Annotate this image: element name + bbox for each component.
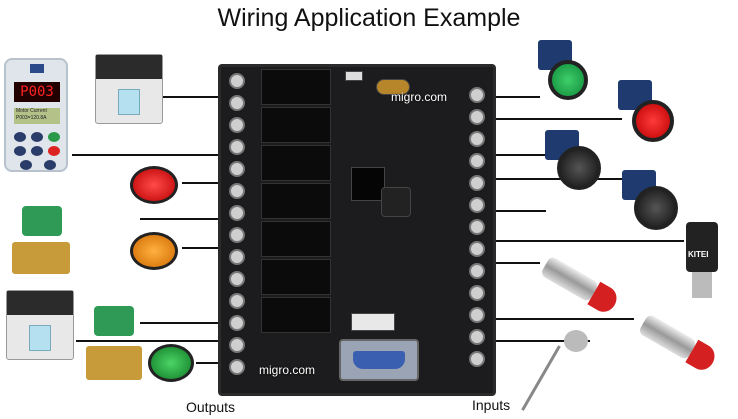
rotate-key — [20, 160, 32, 170]
terminal — [469, 131, 485, 147]
relay — [261, 145, 331, 181]
lcd-line: Motor Current — [16, 108, 47, 114]
green-indicator-lamp — [148, 344, 194, 382]
relay — [261, 107, 331, 143]
down-key — [14, 146, 26, 156]
wire — [160, 96, 222, 98]
proximity-sensor — [533, 243, 627, 326]
orange-indicator-lamp — [130, 232, 178, 270]
plc-board: migro.com migro.com — [218, 64, 496, 396]
terminal — [469, 109, 485, 125]
terminal — [229, 73, 245, 89]
start-key — [48, 132, 60, 142]
relay — [261, 69, 331, 105]
wire — [140, 218, 222, 220]
terminal — [229, 315, 245, 331]
relay — [261, 297, 331, 333]
watermark: migro.com — [259, 363, 316, 377]
terminal — [469, 175, 485, 191]
wire — [494, 118, 622, 120]
inverter-display: P003 — [14, 82, 60, 102]
terminal — [229, 271, 245, 287]
green-push-button — [538, 40, 592, 104]
terminal — [229, 95, 245, 111]
wire — [494, 178, 622, 180]
connector — [351, 313, 395, 331]
wire — [494, 262, 540, 264]
terminal — [229, 117, 245, 133]
terminal — [229, 183, 245, 199]
terminal — [229, 161, 245, 177]
proximity-sensor — [631, 301, 725, 384]
wire — [196, 362, 222, 364]
terminal — [229, 249, 245, 265]
switch — [345, 71, 363, 81]
terminal — [469, 241, 485, 257]
relay — [261, 183, 331, 219]
wire — [494, 340, 590, 342]
solenoid-valve — [12, 206, 70, 278]
terminal — [229, 293, 245, 309]
terminal — [469, 329, 485, 345]
terminal — [229, 139, 245, 155]
battery — [376, 79, 410, 95]
wire — [494, 318, 634, 320]
pressure-transmitter: KITEI — [682, 222, 722, 300]
relay — [261, 259, 331, 295]
outputs-label: Outputs — [186, 399, 236, 415]
wire — [494, 154, 546, 156]
page-title: Wiring Application Example — [217, 4, 521, 32]
sensor-brand: KITEI — [688, 250, 709, 259]
red-push-button — [618, 80, 678, 144]
wire — [140, 322, 222, 324]
terminal — [229, 359, 245, 375]
terminal — [469, 285, 485, 301]
wire — [76, 340, 222, 342]
solenoid-valve — [86, 306, 142, 382]
lcd-line: P003=120.8A — [16, 115, 47, 121]
terminal — [469, 197, 485, 213]
watermark: migro.com — [391, 90, 448, 104]
inductor — [381, 187, 411, 217]
relay — [261, 221, 331, 257]
terminal — [469, 307, 485, 323]
wire — [494, 96, 540, 98]
selector-switch — [622, 170, 682, 234]
temperature-probe — [521, 330, 592, 416]
inputs-label: Inputs — [472, 397, 511, 413]
red-indicator-lamp — [130, 166, 178, 204]
contactor — [95, 54, 163, 124]
terminal — [469, 153, 485, 169]
up-key — [14, 132, 26, 142]
jog-key — [31, 146, 43, 156]
prog-key — [31, 132, 43, 142]
wire — [72, 154, 222, 156]
terminal — [229, 205, 245, 221]
local-key — [44, 160, 56, 170]
wire — [494, 240, 684, 242]
terminal — [469, 351, 485, 367]
serial-port-db9 — [339, 339, 419, 381]
wire — [182, 247, 222, 249]
terminal — [469, 219, 485, 235]
selector-switch — [545, 130, 605, 194]
stop-key — [48, 146, 60, 156]
wire — [494, 210, 546, 212]
terminal — [229, 337, 245, 353]
cpu-chip — [351, 167, 385, 201]
contactor — [6, 290, 74, 360]
brand-logo — [30, 64, 44, 73]
wire — [182, 182, 222, 184]
terminal — [229, 227, 245, 243]
terminal — [469, 263, 485, 279]
terminal — [469, 87, 485, 103]
